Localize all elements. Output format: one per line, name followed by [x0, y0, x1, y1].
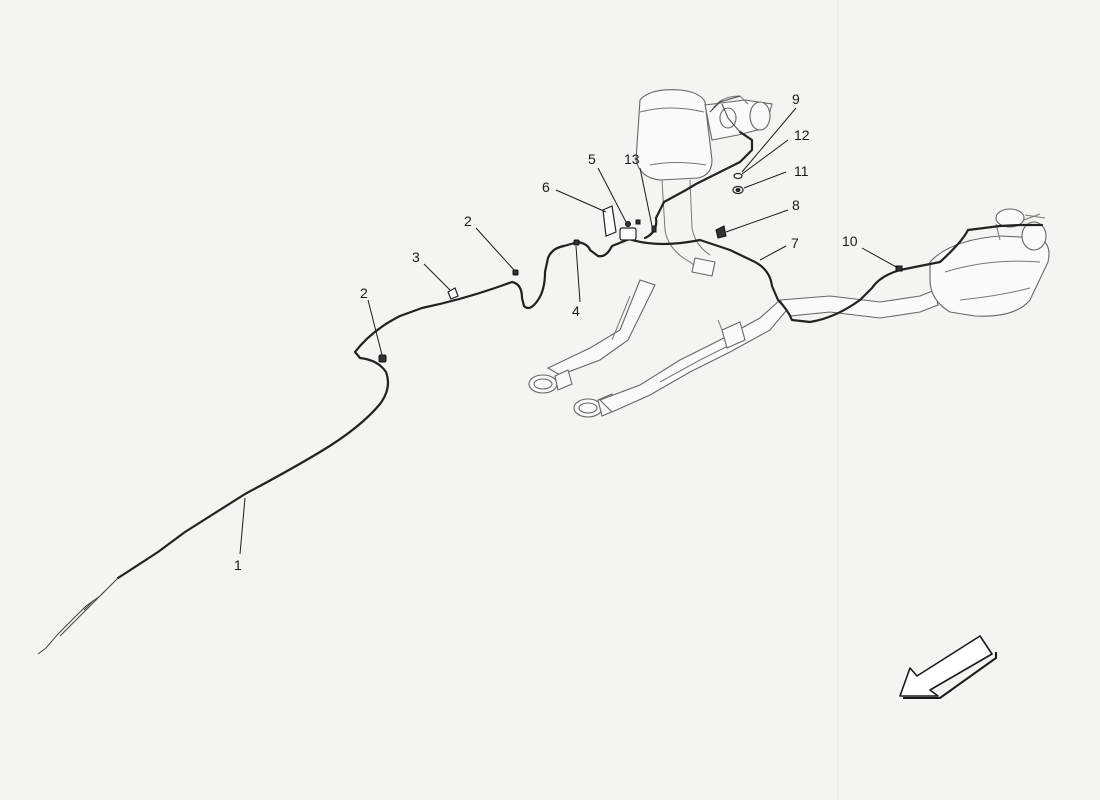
- exhaust-system: [528, 89, 1050, 418]
- clip-3: [447, 287, 459, 300]
- callout-7: 7: [791, 235, 799, 251]
- washer-12: [733, 172, 743, 180]
- callout-4: 4: [572, 303, 580, 319]
- callout-10: 10: [842, 233, 858, 249]
- pipe-1: [116, 236, 634, 580]
- fitting-13: [651, 225, 657, 233]
- callout-12: 12: [794, 127, 810, 143]
- callout-9: 9: [792, 91, 800, 107]
- callout-1: 1: [234, 557, 242, 573]
- direction-arrow-icon: [899, 635, 997, 699]
- callout-11: 11: [794, 163, 809, 179]
- callout-2-lower: 2: [360, 285, 368, 301]
- y-pipe-left: [546, 279, 656, 376]
- mid-pipe: [779, 289, 939, 319]
- leader-lines: [239, 107, 899, 555]
- pipe-upper: [643, 130, 754, 240]
- bracket-6: [602, 205, 617, 237]
- callout-2-upper: 2: [464, 213, 472, 229]
- callout-3: 3: [412, 249, 420, 265]
- clip-2-upper: [512, 269, 519, 276]
- right-muffler: [929, 235, 1050, 317]
- callout-6: 6: [542, 179, 550, 195]
- callout-8: 8: [792, 197, 800, 213]
- clip-2-lower: [378, 354, 387, 363]
- pipe-7: [630, 223, 1044, 324]
- clip-8: [715, 225, 727, 239]
- left-muffler: [635, 89, 713, 181]
- fitting-10: [895, 265, 903, 272]
- small-parts: [378, 172, 903, 363]
- valve-5: [619, 227, 637, 241]
- callout-13: 13: [624, 151, 640, 167]
- clip-4: [573, 239, 580, 246]
- vacuum-lines: [37, 95, 1044, 655]
- callout-numbers: 1 2 2 3 4 5 6 7 8 9 10 11 12 13: [234, 91, 858, 573]
- callout-5: 5: [588, 151, 596, 167]
